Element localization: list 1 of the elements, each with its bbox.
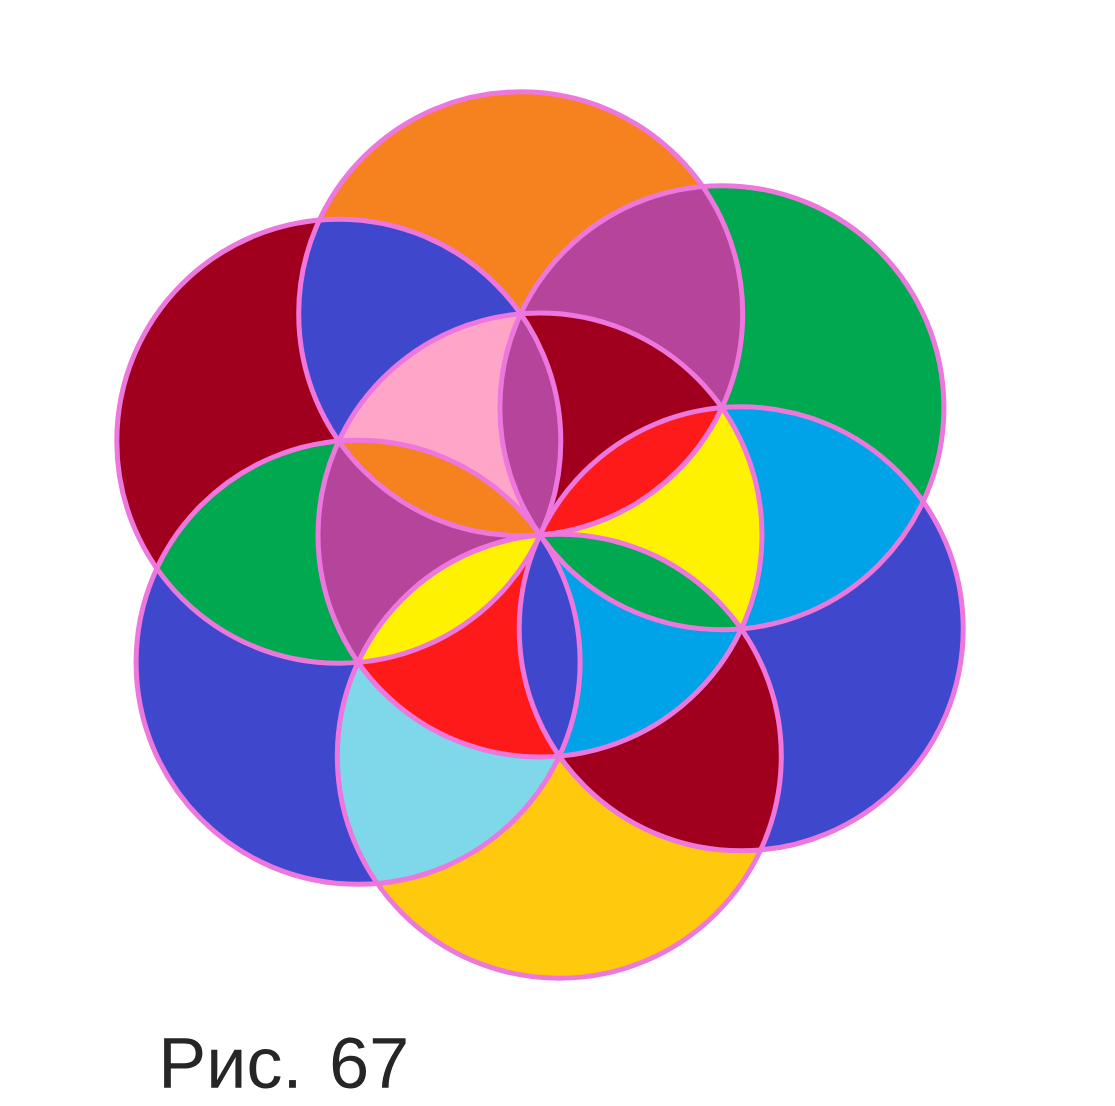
- caption: Рис. 67: [164, 1037, 406, 1089]
